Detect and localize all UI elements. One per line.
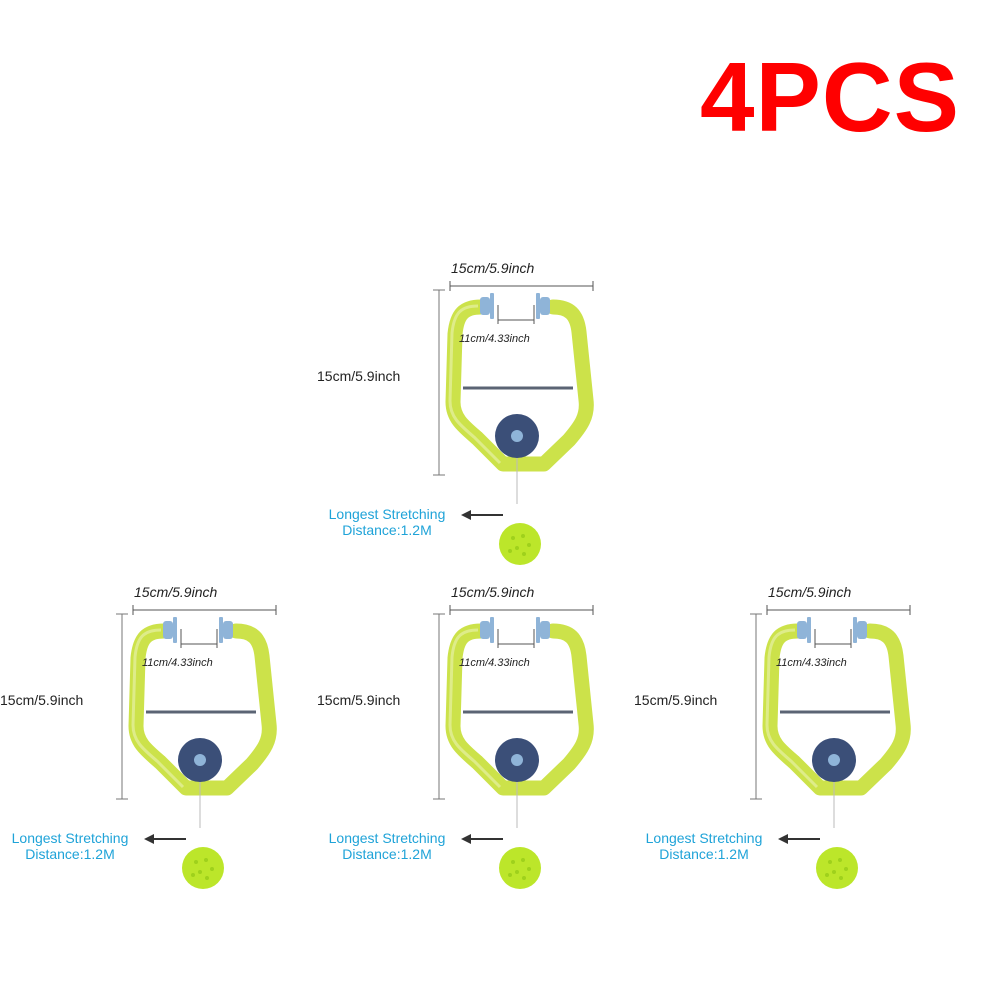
stretch-distance-note: Longest Stretching Distance:1.2M [634,830,774,862]
product-illustration [433,605,594,889]
pickleball-ball-icon [816,847,858,889]
rotating-hub-icon [495,414,539,458]
right-grip-icon [853,617,867,643]
height-label: 15cm/5.9inch [317,692,401,708]
trainer-frame [445,623,594,796]
left-grip-icon [797,617,811,643]
height-label: 15cm/5.9inch [0,692,84,708]
stretch-distance-note: Longest Stretching Distance:1.2M [317,830,457,862]
stretch-note-line1: Longest Stretching [11,830,129,846]
height-dimension-line [750,613,762,800]
left-grip-icon [163,617,177,643]
headline-quantity: 4PCS [700,42,961,152]
product-diagram-3: 15cm/5.9inch 15cm/5.9inch 11cm/4.33inch … [317,584,637,914]
height-label: 15cm/5.9inch [634,692,718,708]
stretch-note-line2: Distance:1.2M [659,846,749,862]
gap-dimension-line [497,629,535,648]
gap-dimension-line [180,629,218,648]
width-dimension-line [132,605,277,615]
trainer-frame [128,623,277,796]
rotating-hub-icon [495,738,539,782]
gap-dimension-line [814,629,852,648]
rotating-hub-icon [178,738,222,782]
height-label: 15cm/5.9inch [317,368,401,384]
width-label: 15cm/5.9inch [451,260,535,276]
product-diagram-1: 15cm/5.9inch 15cm/5.9inch 11cm/4.33inch … [317,260,637,590]
height-dimension-line [433,289,445,476]
stretch-distance-note: Longest Stretching Distance:1.2M [0,830,140,862]
width-dimension-line [766,605,911,615]
right-grip-icon [219,617,233,643]
gap-dimension-line [497,305,535,324]
product-diagram-2: 15cm/5.9inch 15cm/5.9inch 11cm/4.33inch … [0,584,320,914]
grip-gap-label: 11cm/4.33inch [776,657,847,669]
stretch-distance-note: Longest Stretching Distance:1.2M [317,506,457,538]
grip-gap-label: 11cm/4.33inch [459,657,530,669]
grip-gap-label: 11cm/4.33inch [142,657,213,669]
width-label: 15cm/5.9inch [451,584,535,600]
height-dimension-line [433,613,445,800]
right-grip-icon [536,617,550,643]
product-diagram-4: 15cm/5.9inch 15cm/5.9inch 11cm/4.33inch … [634,584,954,914]
product-illustration [750,605,911,889]
width-label: 15cm/5.9inch [768,584,852,600]
trainer-frame [762,623,911,796]
stretch-note-line2: Distance:1.2M [342,846,432,862]
trainer-frame [445,299,594,472]
height-dimension-line [116,613,128,800]
pickleball-ball-icon [182,847,224,889]
width-dimension-line [449,605,594,615]
left-grip-icon [480,617,494,643]
product-illustration [116,605,277,889]
width-dimension-line [449,281,594,291]
stretch-arrow-icon [144,834,186,844]
product-illustration [433,281,594,565]
stretch-note-line1: Longest Stretching [328,830,446,846]
rotating-hub-icon [812,738,856,782]
pickleball-ball-icon [499,523,541,565]
stretch-note-line1: Longest Stretching [645,830,763,846]
stretch-note-line2: Distance:1.2M [342,522,432,538]
stretch-note-line1: Longest Stretching [328,506,446,522]
stretch-arrow-icon [778,834,820,844]
stretch-arrow-icon [461,834,503,844]
width-label: 15cm/5.9inch [134,584,218,600]
stretch-note-line2: Distance:1.2M [25,846,115,862]
left-grip-icon [480,293,494,319]
pickleball-ball-icon [499,847,541,889]
right-grip-icon [536,293,550,319]
grip-gap-label: 11cm/4.33inch [459,333,530,345]
stretch-arrow-icon [461,510,503,520]
